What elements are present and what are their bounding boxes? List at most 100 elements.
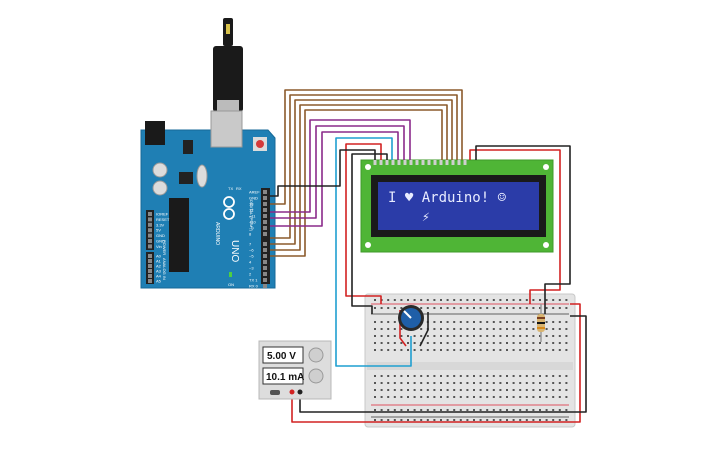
digital-pin xyxy=(263,266,267,270)
lcd-pin xyxy=(391,160,395,165)
analog-pin-label: A0 xyxy=(156,254,162,259)
current-knob[interactable] xyxy=(308,368,324,384)
digital-pin-label: 13 xyxy=(249,202,254,207)
potentiometer[interactable] xyxy=(398,305,424,331)
rx-label: RX xyxy=(236,186,242,191)
digital-pin-label: RX 0 xyxy=(249,284,259,289)
wire-brown-2 xyxy=(270,94,458,239)
digital-pin-label: TX 1 xyxy=(249,278,258,283)
lcd-line-1: I ♥ Arduino! ☺ xyxy=(388,190,507,206)
lcd-header xyxy=(373,160,467,165)
lcd-pin xyxy=(379,160,383,165)
analog-pin-label: A1 xyxy=(156,259,162,264)
lcd-pin xyxy=(445,160,449,165)
digital-pin xyxy=(263,202,267,206)
lcd-pin xyxy=(451,160,455,165)
digital-pin xyxy=(263,220,267,224)
lcd-pin xyxy=(373,160,377,165)
digital-pin-label: AREF xyxy=(249,190,260,195)
breadboard xyxy=(364,293,576,428)
power-supply: 5.00 V 10.1 mA xyxy=(258,340,332,400)
digital-pin xyxy=(263,208,267,212)
digital-pin xyxy=(263,190,267,194)
digital-pin xyxy=(263,232,267,236)
negative-terminal xyxy=(297,389,303,395)
wire-red-lcd-vdd xyxy=(345,143,382,304)
wire-red-backlight xyxy=(469,149,561,304)
lcd-pin xyxy=(439,160,443,165)
current-readout: 10.1 mA xyxy=(266,372,304,383)
digital-pin xyxy=(263,278,267,282)
lcd-pin xyxy=(397,160,401,165)
lcd-pin xyxy=(463,160,467,165)
digital-pin-label: ~10 xyxy=(249,220,257,225)
power-switch[interactable] xyxy=(270,390,280,395)
positive-terminal xyxy=(289,389,295,395)
digital-pin-label: ~9 xyxy=(249,226,254,231)
wire-purple-3 xyxy=(270,131,399,227)
digital-pin-label: 7 xyxy=(249,242,252,247)
wire-red-supply xyxy=(291,303,581,423)
wire-black-supply xyxy=(299,315,587,413)
lcd-module: I ♥ Arduino! ☺ ⚡ xyxy=(360,159,554,253)
wire-purple-1 xyxy=(270,119,411,213)
wires xyxy=(270,89,587,423)
voltage-knob[interactable] xyxy=(308,347,324,363)
wire-brown-1 xyxy=(270,89,463,205)
lcd-pin xyxy=(427,160,431,165)
power-pin-label: GND xyxy=(156,239,165,244)
power-pin-label: 3.3V xyxy=(156,222,165,227)
lcd-line-2: ⚡ xyxy=(422,210,430,225)
digital-pin xyxy=(263,248,267,252)
wire-brown-4 xyxy=(270,104,448,251)
wire-purple-2 xyxy=(270,125,405,219)
on-label: ON xyxy=(228,282,234,287)
tx-label: TX xyxy=(228,186,233,191)
arduino-board-label: UNO xyxy=(229,240,240,262)
lcd-pin xyxy=(415,160,419,165)
digital-pin xyxy=(263,284,267,288)
analog-pin-label: A2 xyxy=(156,264,162,269)
power-pin-label: RESET xyxy=(156,217,170,222)
arduino-digital-label: DIGITAL (PWM~) xyxy=(249,200,254,232)
digital-pin-label: ~5 xyxy=(249,254,254,259)
digital-pin-label: 2 xyxy=(249,272,252,277)
digital-pin-label: 12 xyxy=(249,208,254,213)
digital-pin-label: ~11 xyxy=(249,214,256,219)
digital-pin xyxy=(263,196,267,200)
power-pin-label: GND xyxy=(156,233,165,238)
digital-pin-label: ~3 xyxy=(249,266,254,271)
arduino-brand-label: ARDUINO xyxy=(214,222,220,245)
arduino-uno: ARDUINO UNO DIGITAL (PWM~) POWER ANALOG … xyxy=(140,18,276,289)
lcd-pin xyxy=(457,160,461,165)
digital-pin-label: 4 xyxy=(249,260,252,265)
lcd-pin xyxy=(403,160,407,165)
digital-pin xyxy=(263,242,267,246)
digital-pin xyxy=(263,214,267,218)
power-pin-label: IOREF xyxy=(156,212,169,217)
arduino-side-labels: TX RX ON xyxy=(228,186,242,287)
wire-black-backlight xyxy=(475,145,571,314)
lcd-pin xyxy=(421,160,425,165)
wire-black-gnd xyxy=(270,149,376,197)
digital-pin-label: GND xyxy=(249,196,258,201)
digital-pin xyxy=(263,272,267,276)
lcd-pin xyxy=(409,160,413,165)
analog-pin-label: A5 xyxy=(156,279,162,284)
wire-cyan xyxy=(335,137,412,367)
voltage-readout: 5.00 V xyxy=(267,351,296,362)
analog-pin-label: A3 xyxy=(156,269,162,274)
wire-black-lcd-vss xyxy=(351,153,388,314)
digital-pin-label: ~6 xyxy=(249,248,254,253)
wire-black-pot xyxy=(419,312,429,347)
power-pin-label: 5V xyxy=(156,228,161,233)
resistor xyxy=(537,304,545,342)
digital-pin-label: 8 xyxy=(249,232,252,237)
wire-brown-3 xyxy=(270,99,453,245)
lcd-pin xyxy=(385,160,389,165)
analog-pin-label: A4 xyxy=(156,274,162,279)
breadboard-holes xyxy=(374,299,568,421)
